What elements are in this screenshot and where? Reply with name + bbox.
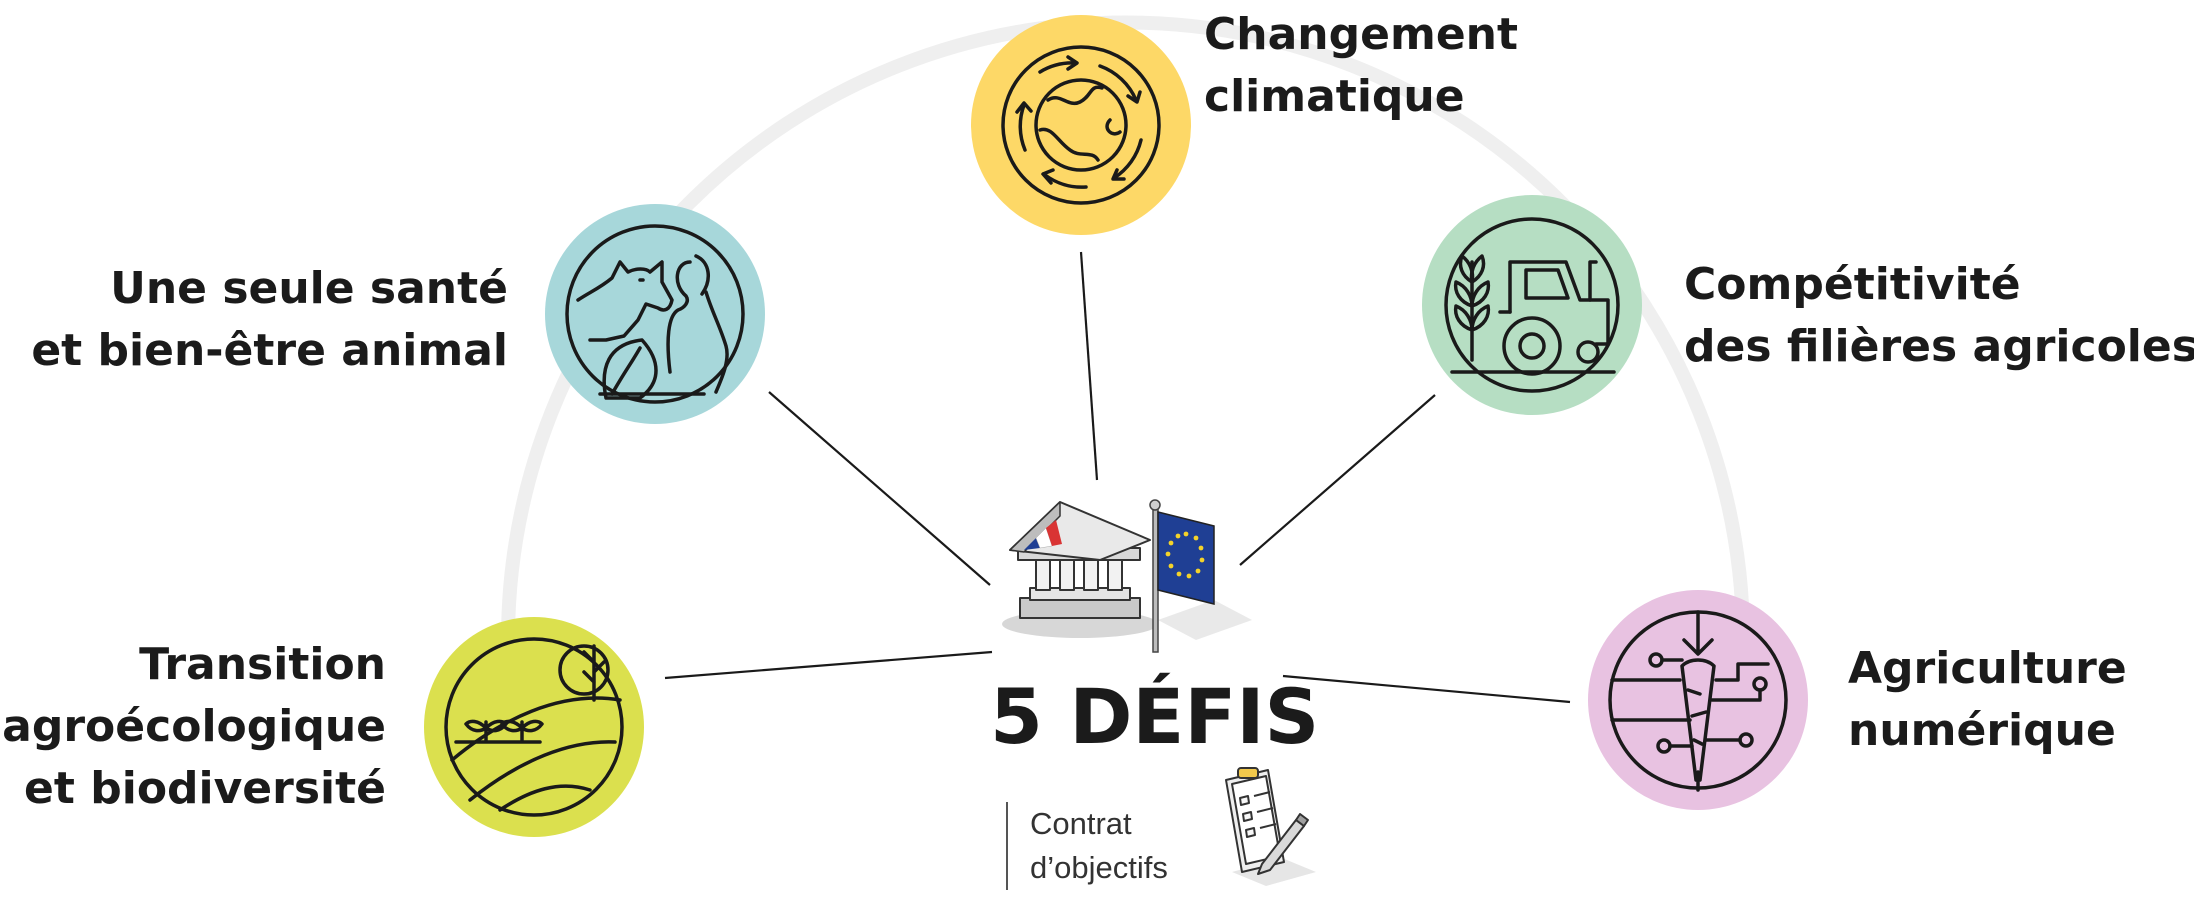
label-agroecology-line-3: et biodiversité: [24, 763, 386, 814]
label-competitiveness: Compétitivité des filières agricoles: [1684, 254, 2194, 378]
label-health-line-2: et bien-être animal: [31, 325, 508, 376]
tractor-plant-icon: [1444, 217, 1620, 393]
carrot-circuit-icon: [1608, 610, 1788, 792]
eu-flag-icon: [1149, 499, 1252, 653]
circle-competitiveness: [1422, 195, 1642, 415]
government-building-icon: [1002, 501, 1158, 638]
circle-digital: [1588, 590, 1808, 810]
landscape-seedling-icon: [444, 637, 624, 817]
label-health: Une seule santé et bien-être animal: [31, 258, 508, 382]
label-climate-line-1: Changement: [1204, 9, 1519, 60]
subtitle-line-1: Contrat: [1030, 806, 1132, 841]
connector-lines: [664, 251, 1571, 704]
label-health-line-1: Une seule santé: [110, 263, 508, 314]
label-digital-line-1: Agriculture: [1848, 643, 2127, 694]
connector-digital: [1282, 674, 1571, 704]
connector-agroecology: [664, 650, 993, 680]
label-climate: Changement climatique: [1204, 4, 1518, 128]
globe-cycle-icon: [1001, 45, 1161, 205]
circle-health: [545, 204, 765, 424]
checklist-clipboard-icon: [1225, 767, 1316, 886]
connector-health: [768, 391, 991, 586]
label-competitiveness-line-2: des filières agricoles: [1684, 321, 2194, 372]
circle-agroecology: [424, 617, 644, 837]
label-digital-line-2: numérique: [1848, 705, 2116, 756]
label-competitiveness-line-1: Compétitivité: [1684, 259, 2021, 310]
circle-climate: [971, 15, 1191, 235]
cow-person-leaf-icon: [565, 224, 745, 404]
label-agroecology: Transition agroécologique et biodiversit…: [2, 634, 386, 820]
label-agroecology-line-1: Transition: [139, 639, 386, 690]
label-agroecology-line-2: agroécologique: [2, 701, 386, 752]
subtitle-contrat: Contrat d’objectifs: [1006, 802, 1168, 890]
center-title: 5 DÉFIS: [990, 672, 1320, 761]
connector-climate: [1079, 251, 1099, 481]
connector-competitiveness: [1239, 394, 1436, 566]
label-digital: Agriculture numérique: [1848, 638, 2127, 762]
subtitle-line-2: d’objectifs: [1030, 850, 1168, 885]
label-climate-line-2: climatique: [1204, 71, 1465, 122]
